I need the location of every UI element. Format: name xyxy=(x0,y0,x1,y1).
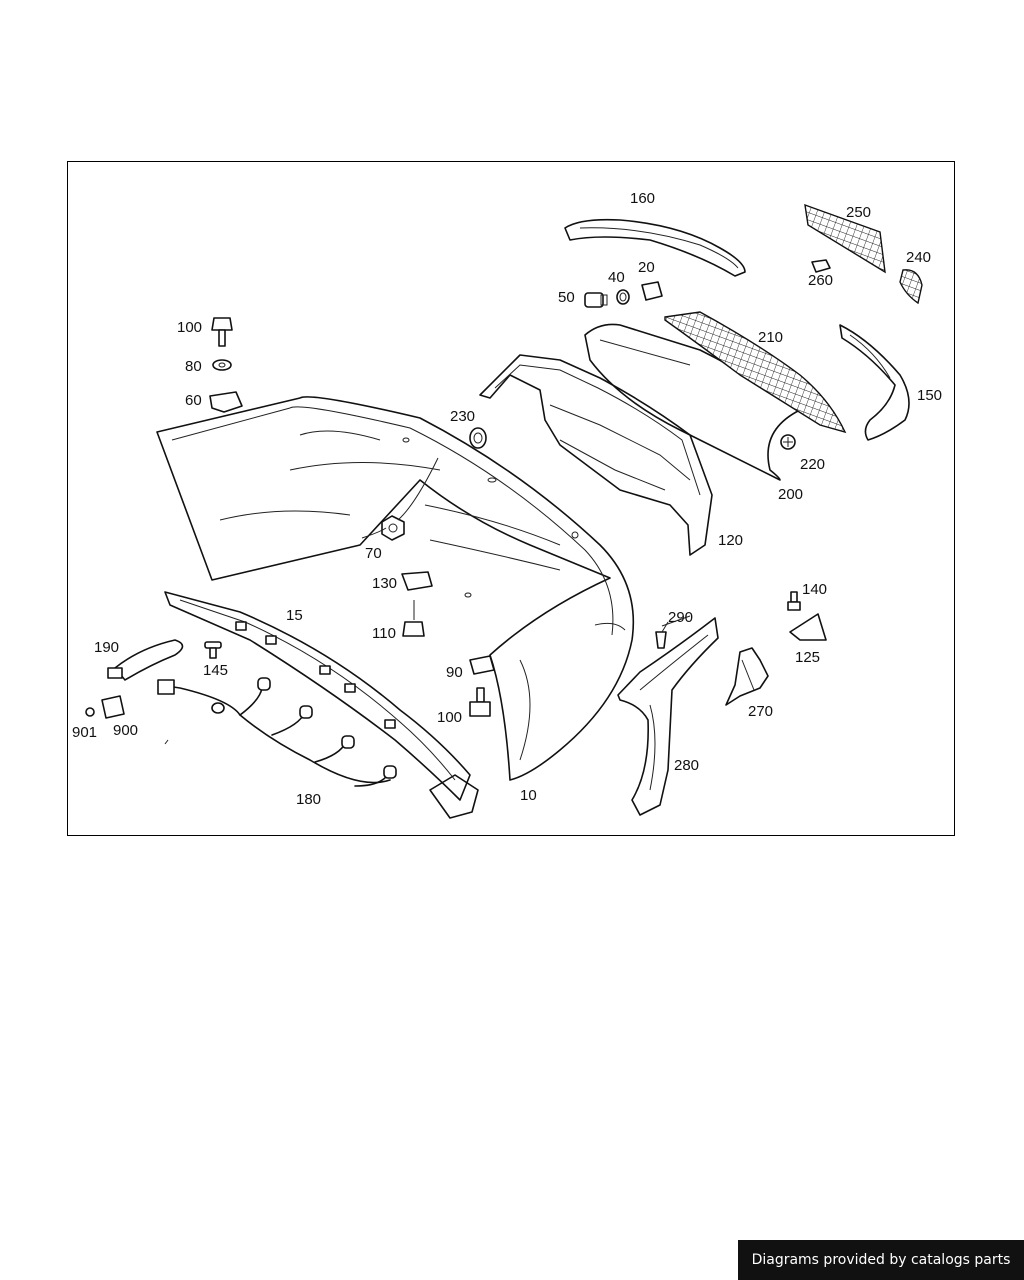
wiring-harness-180[interactable] xyxy=(157,677,397,787)
label-145[interactable]: 145 xyxy=(203,662,228,679)
diagram-frame xyxy=(67,161,955,836)
clip-220[interactable] xyxy=(780,434,796,450)
lower-rail-15[interactable] xyxy=(164,591,479,819)
clip-260[interactable] xyxy=(811,259,831,273)
bolt-140[interactable] xyxy=(787,591,801,611)
label-100-bottom[interactable]: 100 xyxy=(437,709,462,726)
label-60[interactable]: 60 xyxy=(185,392,202,409)
trim-strip-160[interactable] xyxy=(564,218,746,277)
label-20[interactable]: 20 xyxy=(638,259,655,276)
nut-70[interactable] xyxy=(381,457,439,541)
label-125[interactable]: 125 xyxy=(795,649,820,666)
screw-145[interactable] xyxy=(204,641,222,659)
trim-strip-150[interactable] xyxy=(839,324,910,441)
label-90[interactable]: 90 xyxy=(446,664,463,681)
label-100-top[interactable]: 100 xyxy=(177,319,202,336)
label-200[interactable]: 200 xyxy=(778,486,803,503)
label-210[interactable]: 210 xyxy=(758,329,783,346)
label-230[interactable]: 230 xyxy=(450,408,475,425)
label-10[interactable]: 10 xyxy=(520,787,537,804)
bolt-100-top[interactable] xyxy=(211,317,233,347)
label-270[interactable]: 270 xyxy=(748,703,773,720)
label-15[interactable]: 15 xyxy=(286,607,303,624)
label-240[interactable]: 240 xyxy=(906,249,931,266)
screw-110[interactable] xyxy=(402,600,425,637)
label-180[interactable]: 180 xyxy=(296,791,321,808)
label-900[interactable]: 900 xyxy=(113,722,138,739)
ring-40[interactable] xyxy=(616,289,630,305)
label-140[interactable]: 140 xyxy=(802,581,827,598)
label-80[interactable]: 80 xyxy=(185,358,202,375)
part-labels: 10 15 20 40 50 60 70 80 90 100 100 110 1… xyxy=(72,190,942,808)
label-50[interactable]: 50 xyxy=(558,289,575,306)
washer-80[interactable] xyxy=(212,359,232,371)
pin-290[interactable] xyxy=(655,631,667,649)
label-280[interactable]: 280 xyxy=(674,757,699,774)
connector-900[interactable] xyxy=(101,695,125,719)
footer-credit: Diagrams provided by catalogs parts xyxy=(738,1240,1024,1280)
label-190[interactable]: 190 xyxy=(94,639,119,656)
holder-20[interactable] xyxy=(641,281,663,301)
bumper-cover-10[interactable] xyxy=(156,396,635,781)
label-40[interactable]: 40 xyxy=(608,269,625,286)
label-130[interactable]: 130 xyxy=(372,575,397,592)
bracket-270[interactable] xyxy=(725,647,769,706)
center-insert-120[interactable] xyxy=(479,354,713,556)
clip-90[interactable] xyxy=(469,655,495,675)
leader-lines xyxy=(164,527,691,745)
cable-tie-190[interactable] xyxy=(107,639,184,681)
pin-901[interactable] xyxy=(85,707,95,717)
sensor-50[interactable] xyxy=(584,292,608,308)
label-290[interactable]: 290 xyxy=(668,609,693,626)
diffuser-panel-200[interactable] xyxy=(584,323,801,481)
label-150[interactable]: 150 xyxy=(917,387,942,404)
bolt-100-bottom[interactable] xyxy=(469,687,491,717)
grille-240[interactable] xyxy=(899,269,923,305)
mesh-grille-210[interactable] xyxy=(664,311,847,434)
label-220[interactable]: 220 xyxy=(800,456,825,473)
label-250[interactable]: 250 xyxy=(846,204,871,221)
clip-60[interactable] xyxy=(209,391,243,413)
clip-125[interactable] xyxy=(789,613,827,641)
clip-130[interactable] xyxy=(401,571,433,591)
label-901[interactable]: 901 xyxy=(72,724,97,741)
label-260[interactable]: 260 xyxy=(808,272,833,289)
grommet-230[interactable] xyxy=(469,427,487,449)
label-110[interactable]: 110 xyxy=(372,625,396,642)
label-120[interactable]: 120 xyxy=(718,532,743,549)
label-70[interactable]: 70 xyxy=(365,545,382,562)
grille-250[interactable] xyxy=(804,203,886,274)
label-160[interactable]: 160 xyxy=(630,190,655,207)
bracket-280[interactable] xyxy=(617,617,719,816)
